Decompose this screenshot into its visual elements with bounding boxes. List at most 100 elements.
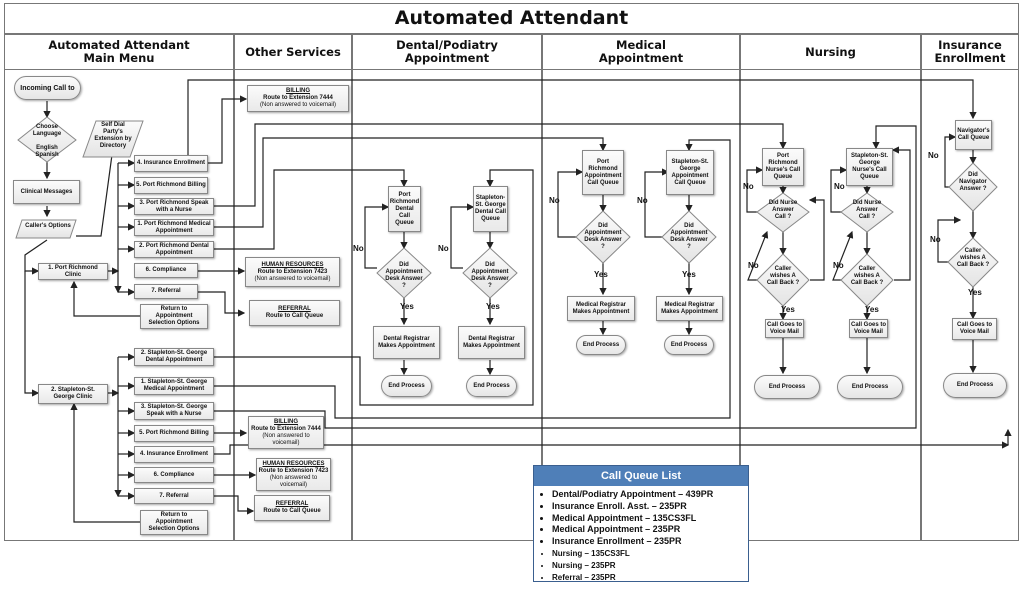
menu1-item: 1. Port Richmond Medical Appointment [134, 219, 214, 236]
no-label: No [928, 151, 939, 160]
ins-end: End Process [943, 373, 1007, 398]
lane-body-main [4, 70, 234, 541]
list-item: Insurance Enrollment – 235PR [552, 536, 748, 548]
decision-callback-ins [947, 237, 999, 288]
hr-1-note: (Non answered to voicemail) [254, 275, 331, 282]
nurse-decision-sg-text: Did Nurse Answer Call ? [852, 200, 882, 220]
nurse-queue-pr: Port Richmond Nurse's Call Queue [762, 148, 804, 186]
medical-decision-sg-text: Did Appointment Desk Answer ? [670, 223, 708, 250]
menu1-item: 3. Port Richmond Speak with a Nurse [134, 198, 214, 215]
no-label: No [748, 261, 759, 270]
yes-label: Yes [781, 305, 795, 314]
menu2-item: 3. Stapleton-St. George Speak with a Nur… [134, 402, 214, 420]
no-label: No [930, 235, 941, 244]
yes-label: Yes [865, 305, 879, 314]
voicemail-sg: Call Goes to Voice Mail [849, 319, 888, 338]
clinic-1: 1. Port Richmond Clinic [38, 263, 108, 280]
voicemail-pr: Call Goes to Voice Mail [765, 319, 804, 338]
billing-2-head: BILLING [274, 418, 298, 425]
medical-end-sg: End Process [664, 335, 714, 355]
list-item: Medical Appointment – 135CS3FL [552, 513, 748, 525]
lane-insurance: Insurance Enrollment [921, 34, 1019, 70]
no-label: No [438, 244, 449, 253]
lane-medical: Medical Appointment [542, 34, 740, 70]
medical-queue-sg: Stapleton-St. George Appointment Call Qu… [666, 150, 714, 195]
nurse-decision-pr-text: Did Nurse Answer Call ? [768, 200, 798, 220]
billing-1-note: (Non answered to voicemail) [259, 102, 337, 108]
dental-registrar-pr: Dental Registrar Makes Appointment [373, 326, 440, 359]
menu2-item: 7. Referral [134, 488, 214, 504]
call-queue-title: Call Queue List [534, 466, 748, 486]
hr-1: HUMAN RESOURCES Route to Extension 7423 … [245, 257, 340, 287]
medical-registrar-sg: Medical Registrar Makes Appointment [656, 296, 723, 321]
billing-1-body: Route to Extension 7444 [263, 95, 333, 101]
nurse-end-pr: End Process [754, 375, 820, 399]
yes-label: Yes [400, 302, 414, 311]
return-1: Return to Appointment Selection Options [140, 304, 208, 329]
clinic-2: 2. Stapleton-St. George Clinic [38, 384, 108, 404]
list-item: Referral – 235PR [552, 572, 748, 584]
menu1-item: 5. Port Richmond Billing [134, 177, 208, 194]
dental-decision-pr-text: Did Appointment Desk Answer ? [385, 262, 423, 289]
menu1-item: 2. Port Richmond Dental Appointment [134, 241, 214, 258]
dental-registrar-sg: Dental Registrar Makes Appointment [458, 326, 525, 359]
referral-1-head: REFERRAL [278, 306, 311, 312]
lane-main-menu: Automated Attendant Main Menu [4, 34, 234, 70]
menu2-item: 4. Insurance Enrollment [134, 446, 214, 463]
menu2-item: 6. Compliance [134, 467, 214, 483]
dental-end-pr: End Process [381, 375, 432, 397]
lane-nursing: Nursing [740, 34, 921, 70]
navigator-queue: Navigator's Call Queue [955, 120, 992, 150]
options-shape [15, 219, 77, 239]
yes-label: Yes [486, 302, 500, 311]
dental-decision-sg-text: Did Appointment Desk Answer ? [471, 262, 509, 289]
self-dial-shape [82, 120, 144, 158]
dental-end-sg: End Process [466, 375, 517, 397]
decision-medical-sg [661, 210, 717, 264]
self-dial-text: Self Dial Party's Extension by Directory [94, 122, 132, 149]
decision-dental-pr [376, 247, 432, 299]
lane-body-other [234, 70, 352, 541]
lane-body-nursing [740, 70, 921, 541]
yes-label: Yes [594, 270, 608, 279]
hr-2: HUMAN RESOURCES Route to Extension 7423 … [256, 458, 331, 491]
menu1-item: 4. Insurance Enrollment [134, 155, 208, 172]
referral-1-body: Route to Call Queue [265, 313, 324, 319]
return-2: Return to Appointment Selection Options [140, 510, 208, 535]
ins-voicemail: Call Goes to Voice Mail [952, 318, 997, 340]
medical-decision-pr-text: Did Appointment Desk Answer ? [584, 223, 622, 250]
referral-1: REFERRAL Route to Call Queue [249, 300, 340, 326]
no-label: No [549, 196, 560, 205]
hr-1-head: HUMAN RESOURCES [261, 261, 324, 268]
callback-pr-text: Caller wishes A Call Back ? [766, 266, 800, 286]
menu2-item: 2. Stapleton-St. George Dental Appointme… [134, 348, 214, 366]
decision-nurse-pr [756, 192, 810, 233]
referral-2-body: Route to Call Queue [263, 508, 321, 514]
clinical-messages: Clinical Messages [13, 180, 80, 204]
no-label: No [353, 244, 364, 253]
referral-2: REFERRAL Route to Call Queue [254, 495, 330, 521]
language-text: Choose Language English Spanish [32, 124, 62, 158]
decision-callback-sg [840, 253, 894, 307]
decision-medical-pr [575, 210, 631, 264]
menu1-item: 7. Referral [134, 284, 198, 299]
medical-registrar-pr: Medical Registrar Makes Appointment [567, 296, 635, 321]
callers-options: Caller's Options [25, 223, 71, 229]
lane-body-dental [352, 70, 542, 541]
incoming-call: Incoming Call to [14, 76, 81, 100]
list-item: Nursing – 135CS3FL [552, 548, 748, 560]
billing-1-head: BILLING [286, 88, 310, 94]
list-item: Insurance Enroll. Asst. – 235PR [552, 501, 748, 513]
decision-nurse-sg [840, 192, 894, 233]
nurse-end-sg: End Process [837, 375, 903, 399]
no-label: No [833, 261, 844, 270]
ins-callback-text: Caller wishes A Call Back ? [956, 248, 990, 268]
page-title: Automated Attendant [4, 3, 1019, 34]
no-label: No [637, 196, 648, 205]
decision-navigator [948, 162, 998, 212]
referral-2-head: REFERRAL [275, 501, 309, 507]
hr-2-body: Route to Extension 7423 [258, 467, 329, 474]
medical-queue-pr: Port Richmond Appointment Call Queue [582, 150, 624, 195]
billing-1: BILLING Route to Extension 7444 (Non ans… [247, 85, 349, 112]
